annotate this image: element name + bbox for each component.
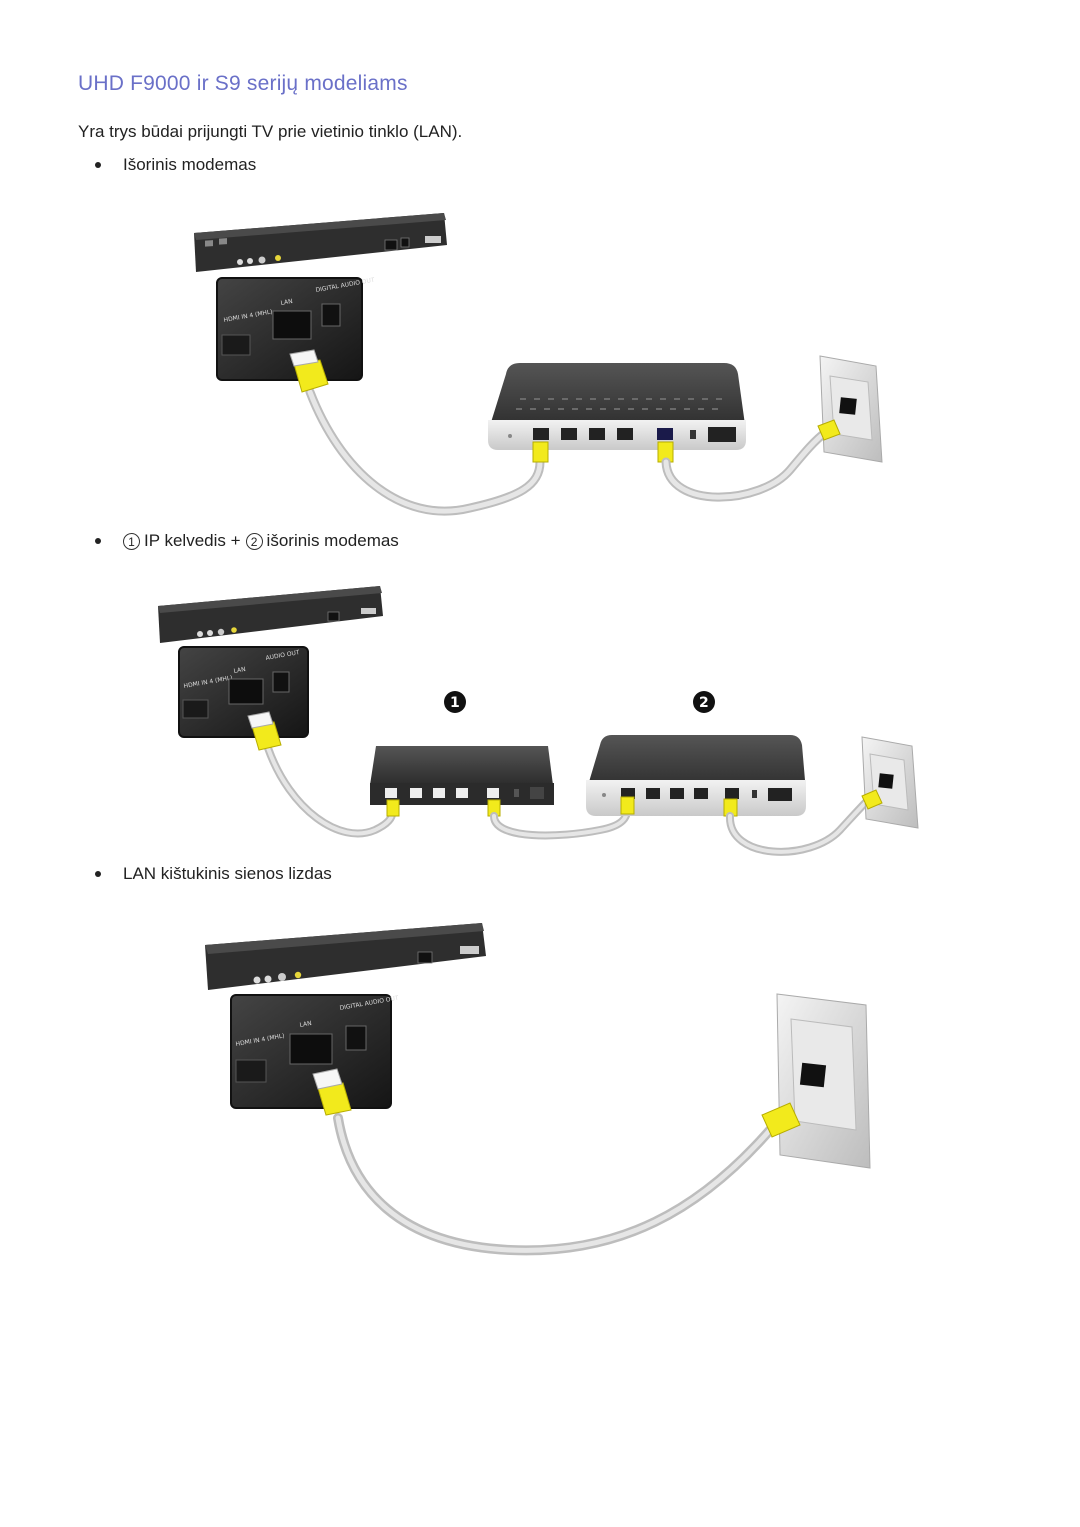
one-connect-box [158, 586, 383, 643]
diagram-external-modem: HDMI IN 4 (MHL) LAN DIGITAL AUDIO OUT [194, 213, 883, 516]
list-item-label-part2: išorinis modemas [266, 531, 399, 550]
bullet-dot [95, 871, 101, 877]
circled-number-2: 2 [245, 532, 263, 550]
lan-port-zoom: HDMI IN 4 (MHL) LAN DIGITAL AUDIO OUT [230, 994, 399, 1109]
diagram-router-modem: HDMI IN 4 (MHL) LAN AUDIO OUT 1 2 [158, 586, 919, 856]
circled-number-1: 1 [123, 532, 140, 550]
list-item-label: LAN kištukinis sienos lizdas [123, 864, 332, 883]
one-connect-box [205, 923, 486, 990]
badge-number-1: 1 [450, 695, 460, 711]
wall-lan-socket [817, 355, 883, 463]
page-title: UHD F9000 ir S9 serijų modeliams [78, 72, 408, 95]
intro-text: Yra trys būdai prijungti TV prie vietini… [78, 122, 463, 141]
list-item-external-modem: Išorinis modemas [95, 155, 256, 175]
ip-router [370, 746, 554, 805]
list-item-label-part1: IP kelvedis + [144, 531, 241, 550]
lan-port-zoom: HDMI IN 4 (MHL) LAN AUDIO OUT [178, 646, 309, 738]
rj45-connector [247, 711, 282, 751]
list-item-label: Išorinis modemas [123, 155, 257, 174]
diagram-wall-jack: HDMI IN 4 (MHL) LAN DIGITAL AUDIO OUT [205, 923, 871, 1256]
wall-lan-socket [861, 736, 919, 829]
list-item-wall-jack: LAN kištukinis sienos lizdas [95, 864, 332, 884]
rj45-connector [289, 349, 329, 393]
badge-number-2: 2 [699, 695, 709, 711]
svg-text:LAN: LAN [233, 666, 246, 675]
rj45-connector [312, 1068, 352, 1116]
badge-ip-router: 1 [444, 691, 466, 713]
list-item-router-modem: 1 IP kelvedis + 2 išorinis modemas [95, 531, 399, 551]
wall-lan-socket [761, 993, 871, 1169]
svg-text:LAN: LAN [299, 1020, 312, 1029]
bullet-dot [95, 162, 101, 168]
bullet-dot [95, 538, 101, 544]
external-modem [488, 363, 746, 450]
badge-modem: 2 [693, 691, 715, 713]
lan-port-zoom: HDMI IN 4 (MHL) LAN DIGITAL AUDIO OUT [216, 277, 375, 381]
external-modem [586, 735, 806, 816]
one-connect-box [194, 213, 447, 272]
svg-text:LAN: LAN [280, 298, 293, 307]
